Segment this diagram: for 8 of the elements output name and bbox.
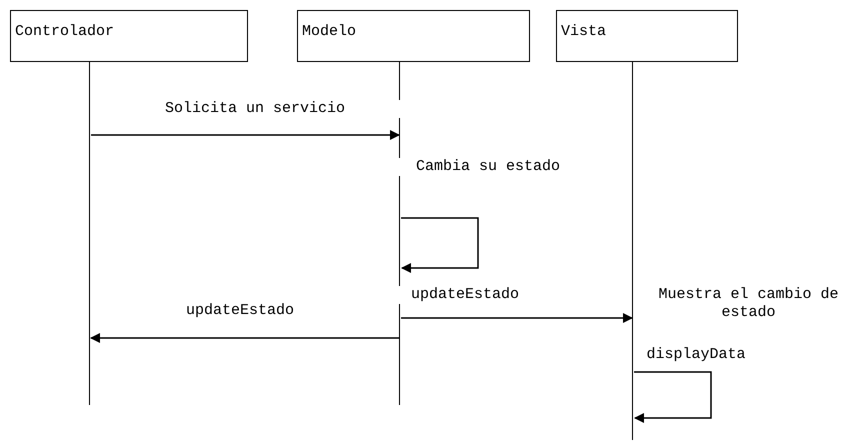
lifeline-head-box: Modelo [297, 10, 530, 62]
self-message-arrow [401, 217, 479, 273]
lifeline-head-box: Vista [556, 10, 738, 62]
message-arrow [401, 313, 633, 323]
message-arrow [90, 333, 399, 343]
message-arrow [91, 130, 400, 140]
self-message-arrow [634, 371, 712, 423]
lifeline-head-box: Controlador [10, 10, 248, 62]
